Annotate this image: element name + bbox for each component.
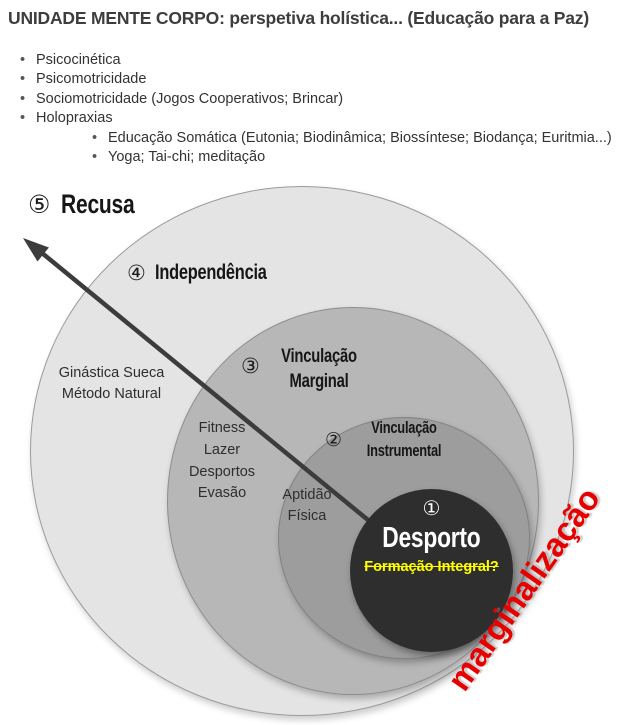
arrowhead-icon: [23, 238, 49, 262]
vinculacao-instrumental-line1: Vinculação: [371, 419, 437, 437]
recusa-text: Recusa: [61, 189, 135, 219]
metodo-natural-text: Método Natural: [61, 385, 162, 402]
list-item: Psicocinética: [14, 51, 612, 71]
label-vinculacao-marginal: Vinculação Marginal: [271, 344, 368, 394]
ginastica-sueca-text: Ginástica Sueca: [58, 365, 165, 381]
list-item: Sociomotricidade (Jogos Cooperativos; Br…: [14, 90, 612, 110]
vinculacao-marginal-line1: Vinculação: [281, 346, 357, 367]
list-subitem: Educação Somática (Eutonia; Biodinâmica;…: [86, 129, 612, 149]
circled-5-icon: ⑤: [28, 190, 51, 219]
list-subitem: Yoga; Tai-chi; meditação: [86, 148, 612, 168]
center-circle-desporto: ① Desporto Formação Integral?: [350, 489, 513, 652]
aptidao-text: Aptidão: [282, 487, 332, 503]
page-title: UNIDADE MENTE CORPO: perspetiva holístic…: [8, 8, 589, 28]
ring3-examples: Fitness Lazer Desportos Evasão: [162, 418, 282, 505]
desporto-label: Desporto: [382, 522, 481, 554]
label-recusa: ⑤ Recusa: [28, 189, 156, 220]
independencia-text: Independência: [154, 261, 267, 284]
outer-ring-examples: Ginástica Sueca Método Natural: [39, 363, 184, 404]
topic-list: Psicocinética Psicomotricidade Sociomotr…: [14, 51, 612, 168]
desportos-text: Desportos: [188, 463, 256, 480]
formacao-integral-strikethrough: Formação Integral?: [364, 559, 499, 575]
label-vinculacao-instrumental: Vinculação Instrumental: [356, 417, 453, 462]
vinculacao-marginal-line2: Marginal: [289, 371, 349, 392]
fisica-text: Física: [287, 508, 327, 524]
ring2-examples: Aptidão Física: [266, 485, 348, 527]
list-item: Holopraxias: [14, 109, 612, 129]
circled-2-icon: ②: [325, 429, 343, 451]
circled-1-icon: ①: [422, 496, 441, 520]
vinculacao-instrumental-line2: Instrumental: [366, 441, 442, 460]
list-item: Psicomotricidade: [14, 70, 612, 90]
evasao-text: Evasão: [197, 485, 247, 502]
circled-3-icon: ③: [241, 354, 260, 378]
circled-4-icon: ④: [127, 260, 146, 285]
lazer-text: Lazer: [203, 441, 241, 458]
label-independencia: ④ Independência: [127, 261, 298, 285]
fitness-text: Fitness: [198, 420, 246, 436]
